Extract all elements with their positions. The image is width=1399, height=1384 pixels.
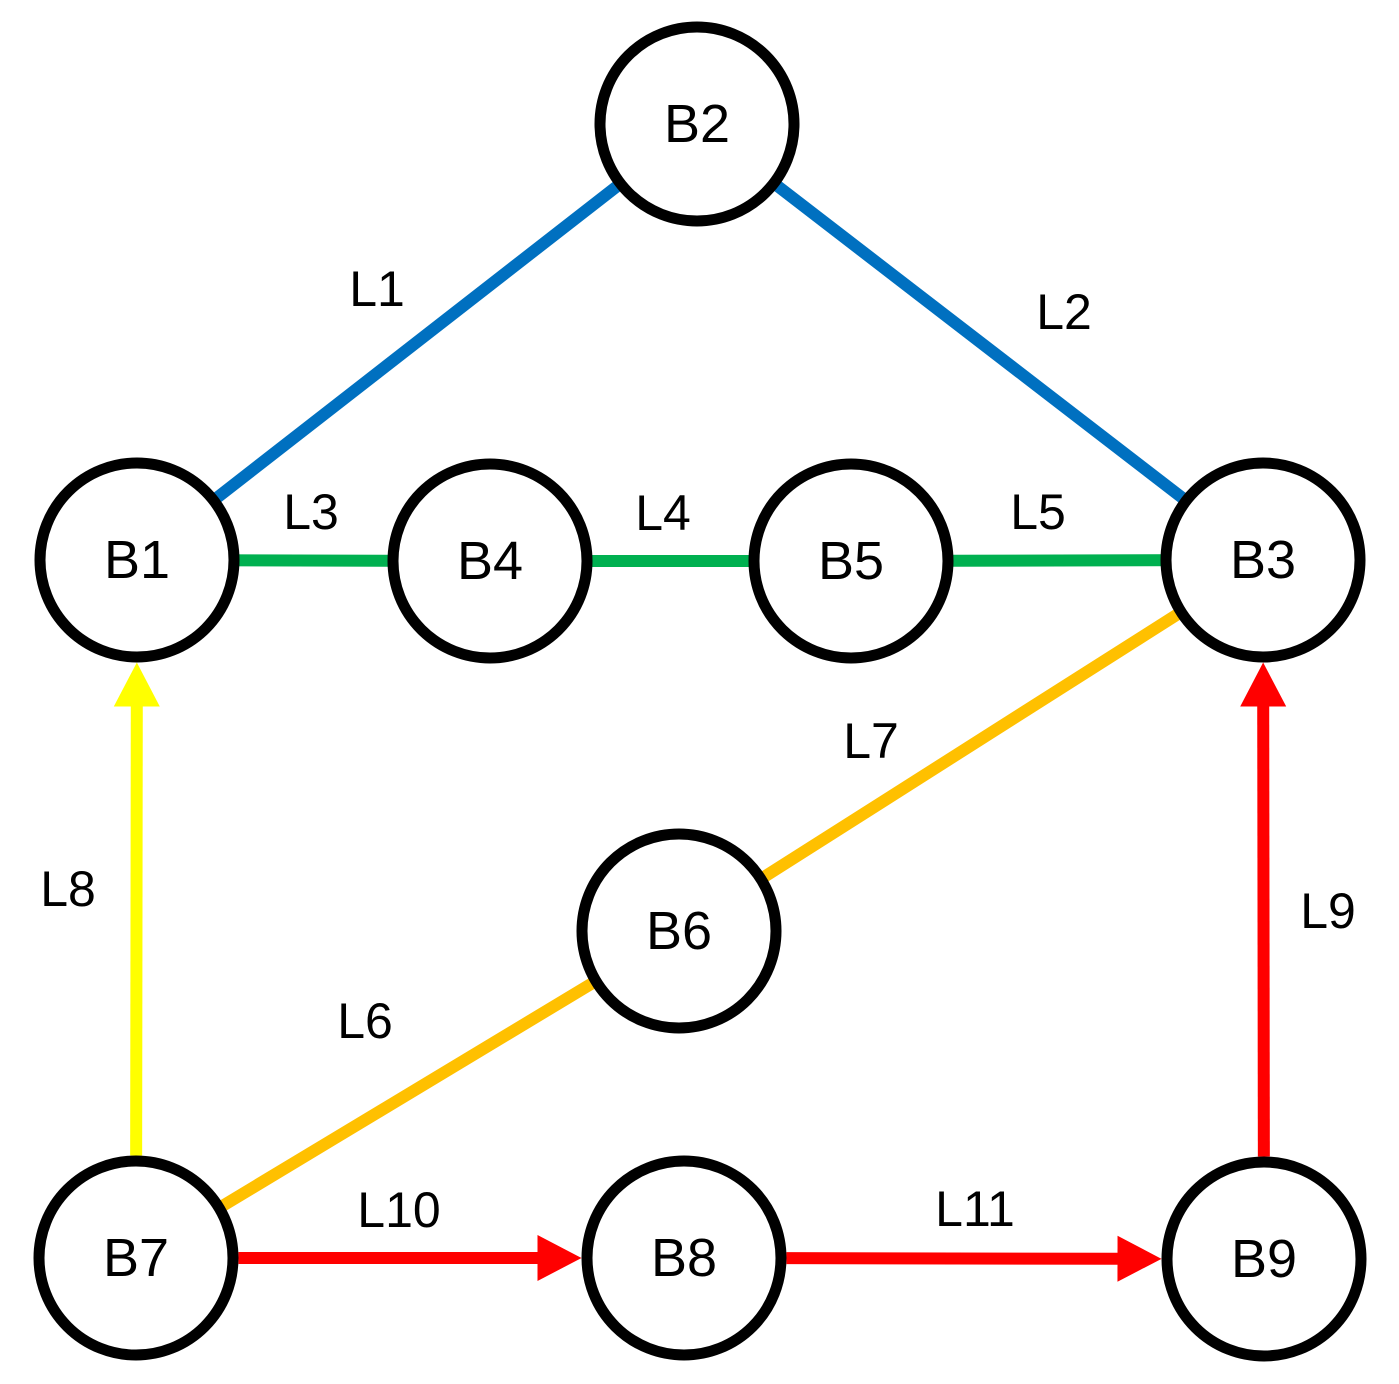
node-B9-circle <box>1161 1156 1367 1362</box>
edge-label-L1: L1 <box>349 261 405 317</box>
edge-label-L10: L10 <box>357 1182 440 1238</box>
edge-label-L7: L7 <box>843 713 899 769</box>
edge-L11-arrowhead-icon <box>1117 1235 1162 1282</box>
edge-label-L2: L2 <box>1036 284 1092 340</box>
edge-label-L6: L6 <box>337 993 393 1049</box>
node-B4: B4 <box>387 458 593 664</box>
node-B3-circle <box>1160 457 1366 663</box>
edge-L11-line <box>786 1252 1118 1265</box>
edge-label-L11: L11 <box>935 1181 1015 1237</box>
node-label-B8: B8 <box>651 1228 717 1288</box>
node-B2-circle <box>594 21 800 227</box>
edge-label-L9: L9 <box>1300 883 1356 939</box>
node-B3: B3 <box>1160 457 1366 663</box>
node-B8: B8 <box>581 1155 787 1361</box>
edge-L7-line <box>675 554 1267 937</box>
node-label-B4: B4 <box>457 531 523 591</box>
node-B2: B2 <box>594 21 800 227</box>
node-B5: B5 <box>748 458 954 664</box>
edge-label-L3: L3 <box>283 484 339 540</box>
edge-L8-line <box>130 706 143 1156</box>
node-B9: B9 <box>1161 1156 1367 1362</box>
node-label-B5: B5 <box>818 531 884 591</box>
node-label-B6: B6 <box>646 901 712 961</box>
edge-label-L4: L4 <box>635 485 691 541</box>
edge-L6-line <box>132 925 683 1264</box>
node-label-B7: B7 <box>103 1228 169 1288</box>
edge-L8-arrowhead-icon <box>113 662 160 707</box>
node-B6-circle <box>576 828 782 1034</box>
node-B5-circle <box>748 458 954 664</box>
node-B7-circle <box>33 1155 239 1361</box>
edge-label-L8: L8 <box>40 861 96 917</box>
edge-L9-line <box>1257 706 1270 1157</box>
node-label-B1: B1 <box>104 530 170 590</box>
node-label-B3: B3 <box>1230 530 1296 590</box>
node-label-B2: B2 <box>664 94 730 154</box>
edge-label-L5: L5 <box>1010 484 1066 540</box>
node-B8-circle <box>581 1155 787 1361</box>
edge-L10-arrowhead-icon <box>537 1235 582 1281</box>
node-B1: B1 <box>34 457 240 663</box>
node-label-B9: B9 <box>1231 1229 1297 1289</box>
edge-L9-arrowhead-icon <box>1240 662 1287 707</box>
node-B6: B6 <box>576 828 782 1034</box>
node-B1-circle <box>34 457 240 663</box>
edge-L1-line <box>133 119 701 565</box>
node-B7: B7 <box>33 1155 239 1361</box>
edge-L2-line <box>693 119 1267 565</box>
node-B4-circle <box>387 458 593 664</box>
